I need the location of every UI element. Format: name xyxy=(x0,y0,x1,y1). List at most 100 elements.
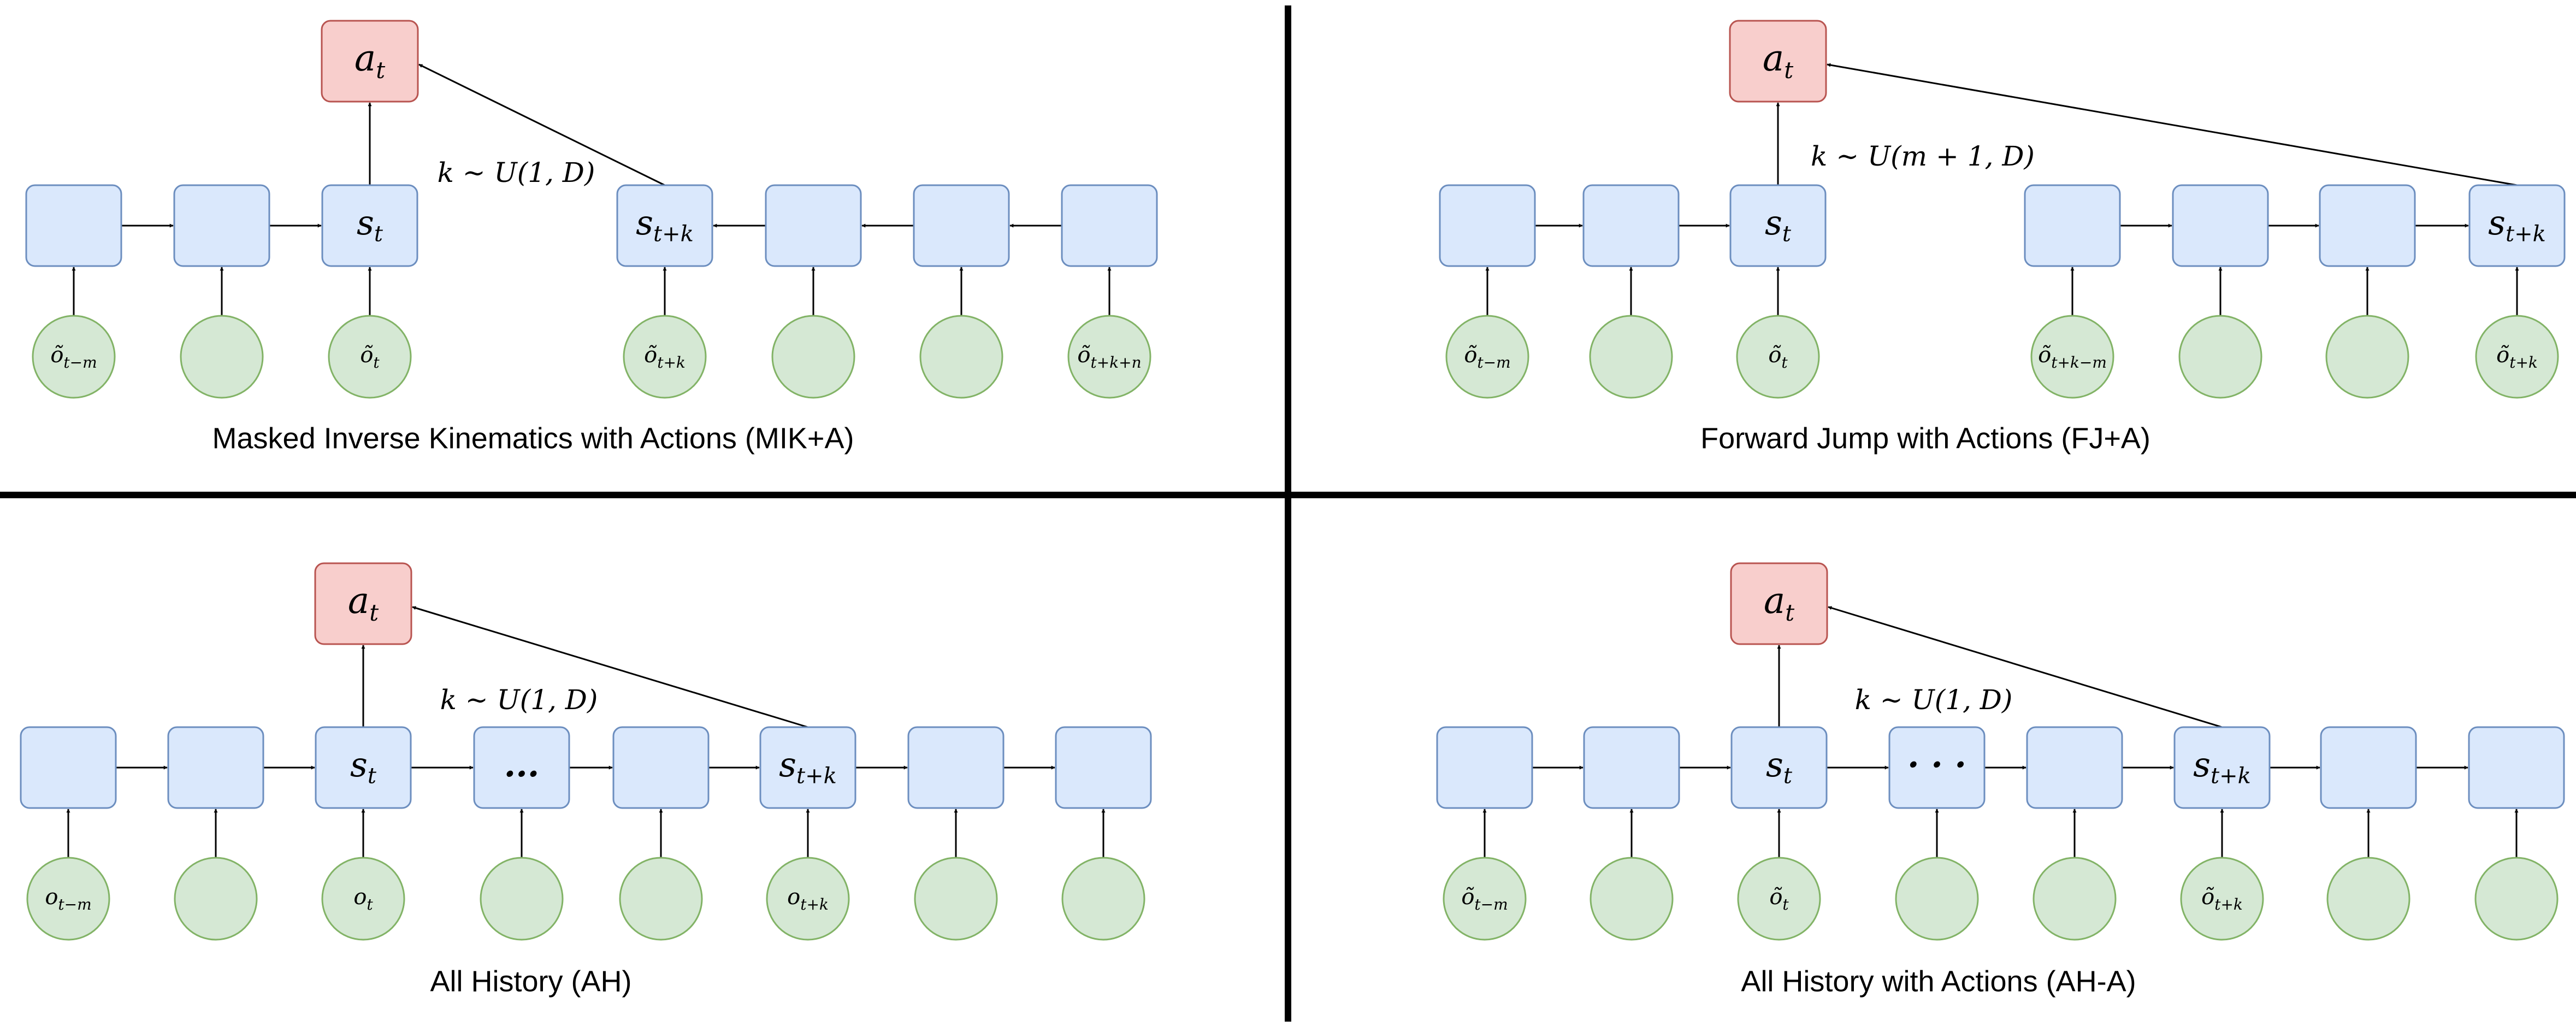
state-node xyxy=(2024,184,2121,267)
formula-label: k ∼ U(1, D) xyxy=(440,684,598,716)
action-label: at xyxy=(1764,580,1794,626)
state-label: · · · xyxy=(1907,745,1966,785)
observation-node: õt xyxy=(1736,315,1820,399)
jump-to-action-arrow xyxy=(412,606,808,728)
state-node xyxy=(173,184,270,267)
state-label: st xyxy=(357,203,383,246)
formula-label: k ∼ U(1, D) xyxy=(438,157,595,188)
observation-node: ot−m xyxy=(26,857,110,941)
observation-label: ot xyxy=(353,885,373,913)
state-node: st xyxy=(1729,184,1827,267)
state-node xyxy=(25,184,122,267)
action-label: at xyxy=(355,37,385,84)
action-node: at xyxy=(1729,20,1827,103)
state-node xyxy=(1055,726,1152,809)
state-label: st+k xyxy=(636,203,694,246)
state-node: · · · xyxy=(1888,726,1986,809)
observation-node: õt−m xyxy=(32,315,116,399)
observation-node xyxy=(2178,315,2262,399)
observation-label: õt+k+n xyxy=(1077,343,1141,372)
state-node xyxy=(2320,726,2417,809)
state-label: st xyxy=(1766,745,1793,788)
observation-node: õt−m xyxy=(1445,315,1529,399)
observation-label: õt xyxy=(1768,343,1788,372)
state-node xyxy=(2172,184,2269,267)
observation-node: õt xyxy=(328,315,412,399)
observation-node xyxy=(2326,857,2410,941)
action-node: at xyxy=(321,20,419,103)
state-node xyxy=(1439,184,1536,267)
observation-label: õt−m xyxy=(1464,343,1510,372)
state-node: st xyxy=(321,184,418,267)
action-label: at xyxy=(348,580,379,626)
state-label: ... xyxy=(504,745,540,785)
action-label: at xyxy=(1763,37,1793,84)
state-node xyxy=(167,726,264,809)
observation-node xyxy=(1061,857,1145,941)
observation-node xyxy=(2474,857,2559,941)
formula-label: k ∼ U(1, D) xyxy=(1855,684,2013,716)
state-label: st xyxy=(350,745,377,788)
observation-node: õt+k+n xyxy=(1067,315,1151,399)
observation-node: õt+k xyxy=(2180,857,2264,941)
observation-label: õt+k xyxy=(2201,885,2243,913)
observation-label: õt+k xyxy=(2496,343,2538,372)
state-node xyxy=(2026,726,2123,809)
observation-node xyxy=(914,857,998,941)
state-node xyxy=(2319,184,2416,267)
observation-node xyxy=(2325,315,2409,399)
state-node xyxy=(1582,184,1680,267)
state-node: st+k xyxy=(616,184,713,267)
state-node xyxy=(765,184,862,267)
panel-caption: Forward Jump with Actions (FJ+A) xyxy=(1700,422,2150,455)
observation-label: õt+k xyxy=(644,343,686,372)
observation-label: õt−m xyxy=(1461,885,1508,913)
panel-mik-a: st st+k õt−m õt õt+k õt+k+n at k ∼ U(1, D) Mas… xyxy=(25,20,1158,455)
panel-caption: All History (AH) xyxy=(430,965,631,998)
state-node: st+k xyxy=(2173,726,2271,809)
action-node: at xyxy=(1730,562,1828,645)
state-node: st+k xyxy=(2468,184,2566,267)
state-label: st xyxy=(1765,203,1792,246)
observation-node: õt+k xyxy=(623,315,707,399)
jump-to-action-arrow xyxy=(418,63,665,186)
observation-node xyxy=(180,315,264,399)
observation-node: ot xyxy=(321,857,405,941)
observation-node xyxy=(771,315,855,399)
formula-label: k ∼ U(m + 1, D) xyxy=(1811,140,2035,172)
state-node xyxy=(612,726,710,809)
state-node: st xyxy=(315,726,412,809)
state-node xyxy=(1583,726,1680,809)
observation-label: õt−m xyxy=(50,343,97,372)
state-label: st+k xyxy=(779,745,837,788)
state-node: st xyxy=(1730,726,1828,809)
observation-node xyxy=(480,857,564,941)
jump-to-action-arrow xyxy=(1827,63,2518,186)
panel-ah: st... st+k ot−m ot ot+k at k ∼ U(1, D) All Hi… xyxy=(20,562,1152,998)
observation-label: õt xyxy=(360,343,380,372)
state-node xyxy=(1061,184,1158,267)
observation-node xyxy=(2033,857,2117,941)
observation-node: õt+k xyxy=(2475,315,2559,399)
panel-fj-a: st st+k õt−m õt õt+k−m õt+k at k ∼ U(m + 1, D)… xyxy=(1439,20,2566,455)
panel-caption: Masked Inverse Kinematics with Actions (… xyxy=(212,422,854,455)
observation-node xyxy=(1895,857,1979,941)
state-node xyxy=(1436,726,1533,809)
observation-node xyxy=(619,857,703,941)
state-node xyxy=(20,726,117,809)
jump-to-action-arrow xyxy=(1828,606,2223,728)
state-label: st+k xyxy=(2193,745,2251,788)
state-node: ... xyxy=(473,726,570,809)
observation-label: ot+k xyxy=(787,885,829,913)
observation-node: õt−m xyxy=(1443,857,1527,941)
state-node xyxy=(913,184,1010,267)
observation-label: õt xyxy=(1769,885,1789,913)
observation-node xyxy=(919,315,1003,399)
state-node xyxy=(2468,726,2565,809)
state-node: st+k xyxy=(759,726,856,809)
observation-label: õt+k−m xyxy=(2038,343,2107,372)
observation-node: ot+k xyxy=(766,857,850,941)
observation-node xyxy=(1590,857,1674,941)
observation-label: ot−m xyxy=(45,885,91,913)
